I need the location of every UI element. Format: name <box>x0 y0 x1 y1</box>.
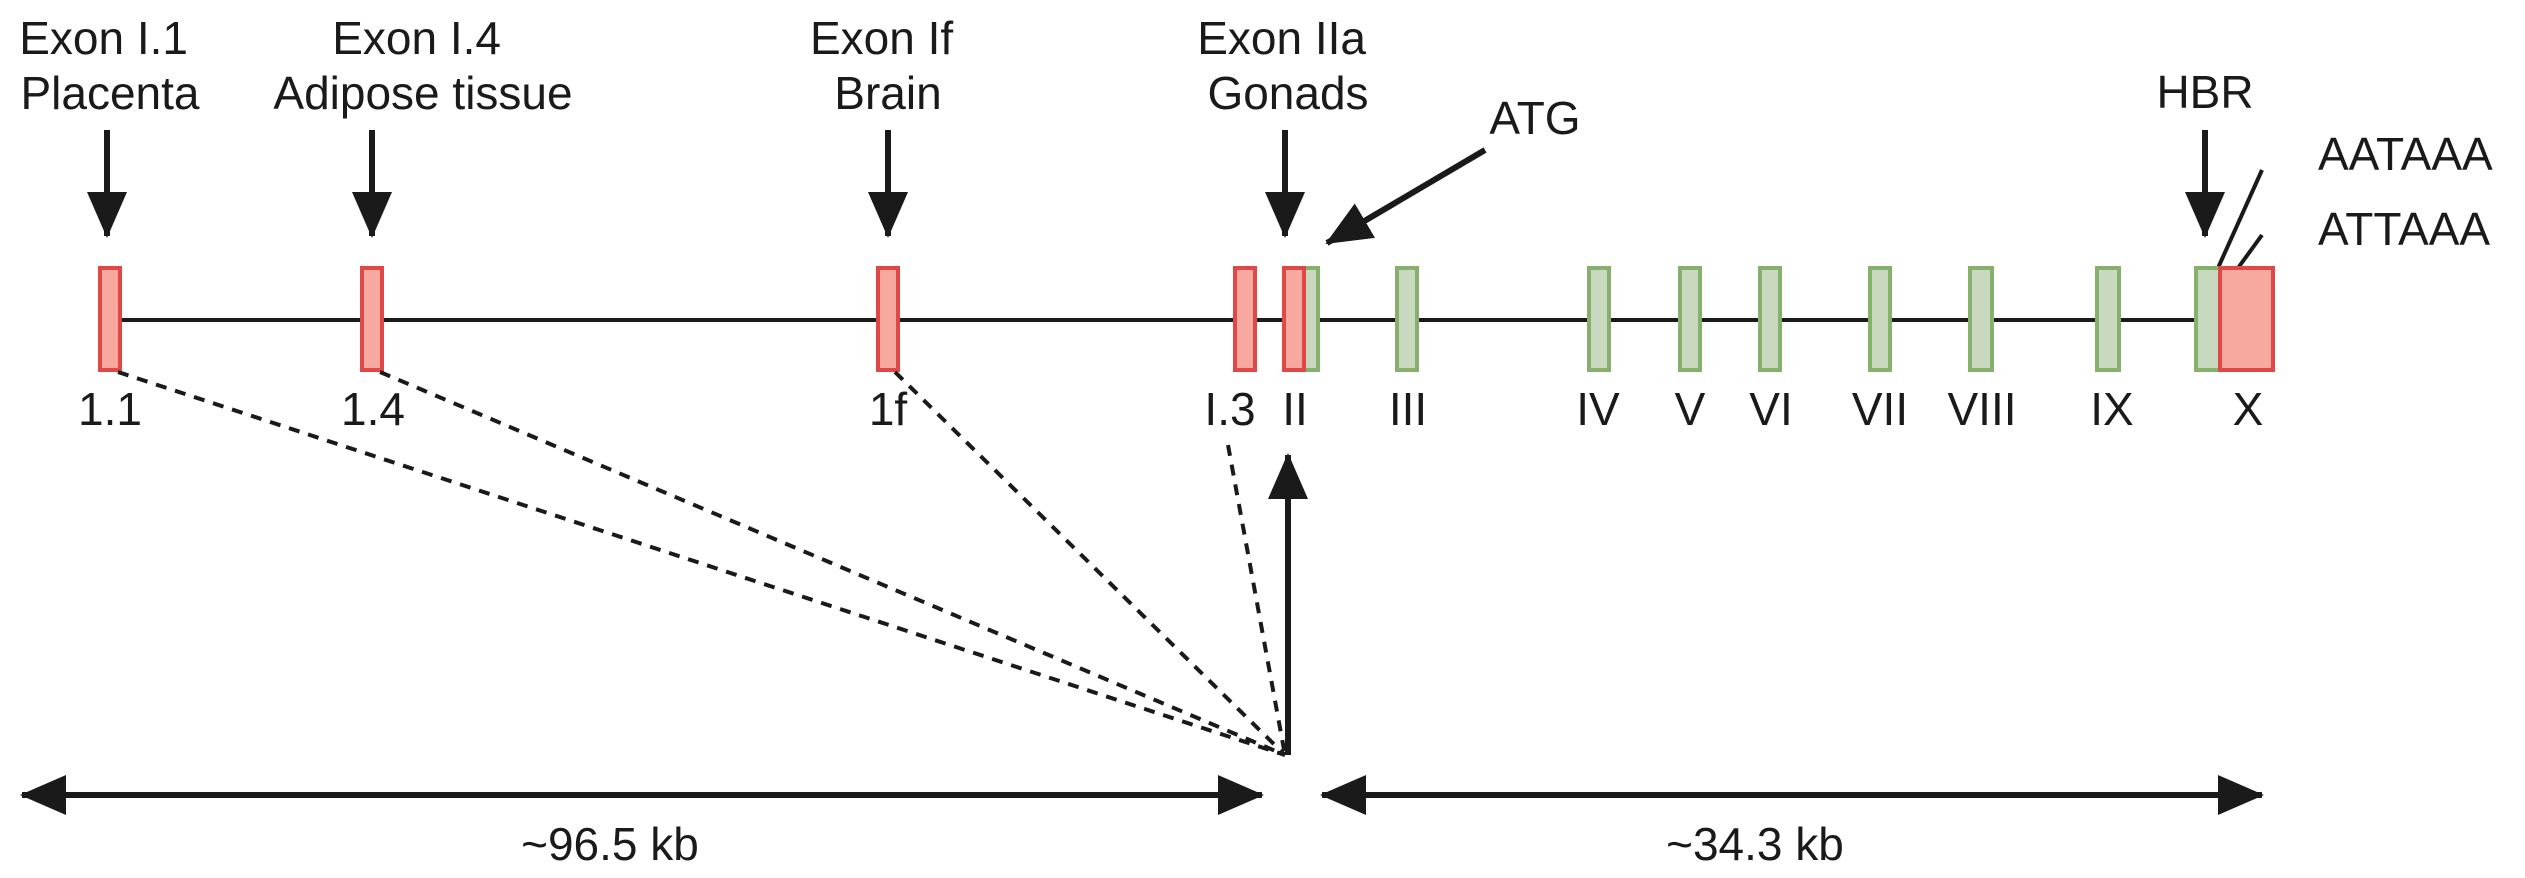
exon-viii <box>1968 266 1994 372</box>
splice-line-1-4 <box>379 370 1286 757</box>
atg-label: ATG <box>1489 92 1580 144</box>
splice-lines <box>117 370 1308 757</box>
promoter-label-exon-if: Exon If Brain <box>810 12 966 119</box>
exon-vi <box>1758 266 1782 372</box>
exon-x-utr <box>2218 266 2275 372</box>
exon-v <box>1678 266 1702 372</box>
exon-number: V <box>1675 383 1706 435</box>
exon-1-1 <box>98 266 122 372</box>
distance-label-right: ~34.3 kb <box>1666 818 1844 870</box>
promoter-arrows <box>87 130 2264 270</box>
exon-number: VII <box>1852 383 1908 435</box>
exon-iii <box>1395 266 1419 372</box>
polya-signal-aataaa: AATAAA <box>2318 128 2493 180</box>
exon-i-3 <box>1233 266 1257 372</box>
exon-number: II <box>1282 383 1308 435</box>
exons <box>98 266 2275 372</box>
exon-number: IV <box>1576 383 1620 435</box>
exon-number: X <box>2233 383 2264 435</box>
promoter-label-exon-1-4: Exon I.4 Adipose tissue <box>273 12 572 119</box>
promoter-label-exon-1-1: Exon I.1 Placenta <box>19 12 201 119</box>
exon-x-coding <box>2194 266 2224 372</box>
exon-1-4 <box>360 266 384 372</box>
polya-signal-attaaa: ATTAAA <box>2318 203 2490 255</box>
splice-line-i-3 <box>1226 444 1287 756</box>
exon-ix <box>2095 266 2121 372</box>
exon-ii <box>1282 266 1306 372</box>
exon-number: III <box>1389 383 1427 435</box>
exon-number: 1.4 <box>341 383 405 435</box>
distance-indicators: ~96.5 kb ~34.3 kb <box>20 775 2264 870</box>
hbr-label: HBR <box>2156 66 2253 118</box>
exon-number: IX <box>2090 383 2133 435</box>
arrow-atg <box>1325 147 1487 246</box>
exon-number: VI <box>1749 383 1792 435</box>
promoter-label-exon-iia: Exon IIa Gonads <box>1197 12 1379 119</box>
splice-line-1-1 <box>117 370 1286 757</box>
promoter-labels: Exon I.1 Placenta Exon I.4 Adipose tissu… <box>19 12 2493 255</box>
exon-number: 1.1 <box>78 383 142 435</box>
exon-1f <box>876 266 900 372</box>
distance-label-left: ~96.5 kb <box>521 818 699 870</box>
exon-number: VIII <box>1947 383 2016 435</box>
exon-vii <box>1868 266 1892 372</box>
exon-number-labels: 1.1 1.4 1f I.3 II III IV V VI VII VIII I… <box>78 383 2263 435</box>
polya-leader-aataaa <box>2216 169 2264 269</box>
polya-leader-attaaa <box>2236 233 2264 270</box>
exon-number: I.3 <box>1204 383 1255 435</box>
exon-iv <box>1587 266 1611 372</box>
exon-number: 1f <box>869 383 908 435</box>
